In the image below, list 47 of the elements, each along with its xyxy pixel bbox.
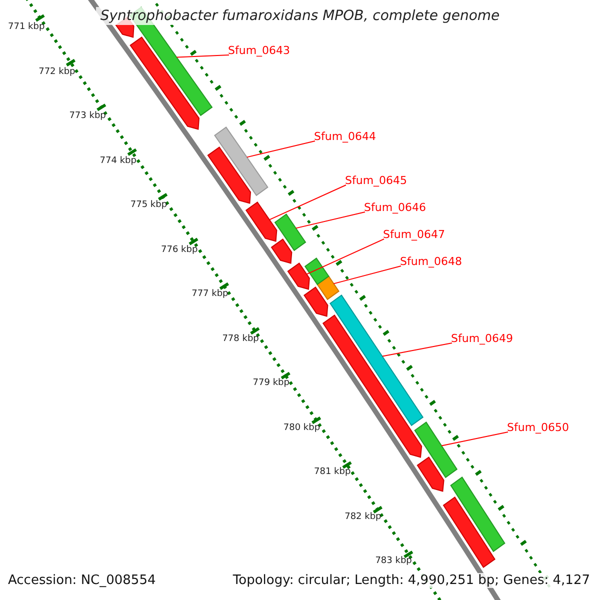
gene-label: Sfum_0646	[364, 201, 426, 214]
scale-label: 775 kbp	[130, 200, 168, 210]
scale-label: 779 kbp	[252, 378, 290, 388]
gene-bar	[207, 146, 252, 204]
gene-label: Sfum_0649	[451, 332, 514, 345]
leader-line	[306, 238, 384, 275]
gene-bar	[270, 238, 292, 264]
scale-label: 783 kbp	[375, 556, 412, 566]
scale-label: 772 kbp	[38, 66, 76, 76]
gene-bar	[330, 294, 424, 426]
leader-line	[441, 432, 508, 446]
scale-label: 780 kbp	[283, 422, 320, 432]
footer-text: Topology: circular; Length: 4,990,251 bp; Genes: 4,127	[230, 573, 592, 588]
leader-line	[176, 54, 230, 58]
gene-bar	[442, 496, 496, 568]
gene-bar	[304, 258, 330, 286]
gene-bar	[450, 476, 506, 552]
gene-label: Sfum_0648	[400, 255, 462, 268]
gene-bar	[245, 202, 278, 242]
scale-label: 773 kbp	[69, 111, 106, 121]
gene-bar	[214, 126, 268, 196]
leader-line	[246, 140, 316, 158]
gene-bar	[304, 286, 328, 317]
scale-label: 777 kbp	[192, 289, 228, 299]
leader-line	[295, 212, 366, 229]
leader-line	[333, 266, 402, 284]
scale-label: 771 kbp	[8, 22, 45, 32]
scale-label: 774 kbp	[100, 156, 136, 166]
gene-label: Sfum_0647	[383, 228, 446, 241]
leader-line	[382, 342, 452, 357]
leader-line	[269, 184, 346, 220]
scale-label: 782 kbp	[344, 512, 382, 522]
gene-label: Sfum_0643	[228, 44, 290, 57]
scale-label: 776 kbp	[161, 244, 198, 254]
gene-bar	[416, 456, 444, 492]
gene-bar	[287, 262, 310, 290]
gene-label: Sfum_0644	[314, 130, 376, 143]
gene-bar	[322, 314, 422, 458]
gene-bar	[130, 36, 200, 130]
footer-text: Accession: NC_008554	[6, 573, 158, 588]
gene-bar	[414, 421, 458, 478]
gene-label: Sfum_0650	[507, 421, 570, 434]
gene-bar	[316, 276, 340, 300]
scale-label: 781 kbp	[314, 467, 351, 477]
gene-label: Sfum_0645	[345, 174, 408, 187]
gene-bar	[274, 214, 306, 252]
scale-label: 778 kbp	[222, 334, 259, 344]
